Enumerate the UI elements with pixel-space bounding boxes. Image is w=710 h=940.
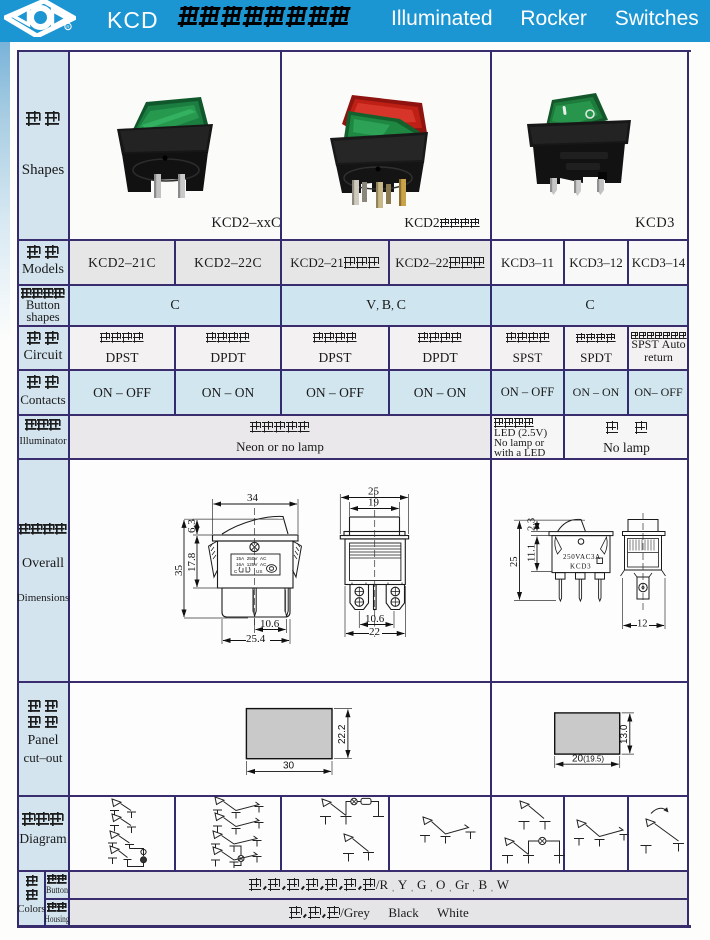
svg-text:20(19.5): 20(19.5) [572, 754, 604, 765]
svg-text:10.6: 10.6 [260, 618, 280, 630]
svg-text:17.8: 17.8 [186, 552, 198, 572]
svg-text:25: 25 [368, 486, 380, 498]
svg-text:19: 19 [368, 497, 380, 509]
svg-text:25: 25 [509, 557, 520, 568]
svg-text:C: C [234, 569, 238, 574]
svg-text:10.6: 10.6 [365, 613, 385, 625]
svg-text:25.4: 25.4 [246, 633, 266, 645]
svg-text:22: 22 [369, 626, 380, 638]
svg-text:6.3: 6.3 [186, 519, 198, 533]
svg-text:KCD3: KCD3 [570, 563, 591, 571]
svg-text:15A 250V AC: 15A 250V AC [236, 556, 267, 561]
svg-text:US: US [256, 569, 262, 574]
svg-text:11.1: 11.1 [527, 544, 538, 562]
svg-text:2.3: 2.3 [527, 518, 538, 531]
svg-text:22.2: 22.2 [337, 724, 348, 744]
svg-text:34: 34 [247, 492, 259, 504]
svg-text:30: 30 [283, 761, 295, 772]
svg-text:13.0: 13.0 [619, 724, 630, 744]
svg-text:35: 35 [173, 565, 185, 577]
svg-text:16A 125V AC: 16A 125V AC [236, 562, 267, 567]
svg-text:R: R [66, 25, 70, 30]
svg-text:250VAC3A: 250VAC3A [563, 553, 601, 561]
svg-text:12: 12 [637, 619, 648, 630]
